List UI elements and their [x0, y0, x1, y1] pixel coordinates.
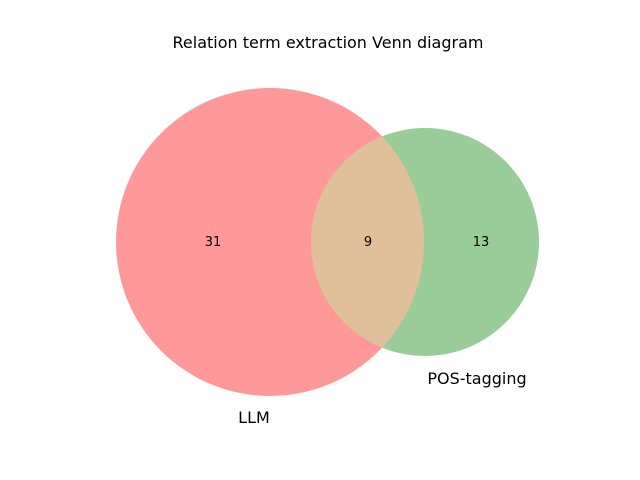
llm-set-label: LLM: [238, 408, 270, 427]
intersection-region: [311, 128, 424, 356]
pos-tagging-set-label: POS-tagging: [427, 369, 526, 388]
llm-only-count: 31: [205, 235, 222, 250]
pos-tagging-only-count: 13: [473, 235, 490, 250]
diagram-title: Relation term extraction Venn diagram: [173, 33, 484, 52]
intersection-count: 9: [364, 235, 372, 250]
